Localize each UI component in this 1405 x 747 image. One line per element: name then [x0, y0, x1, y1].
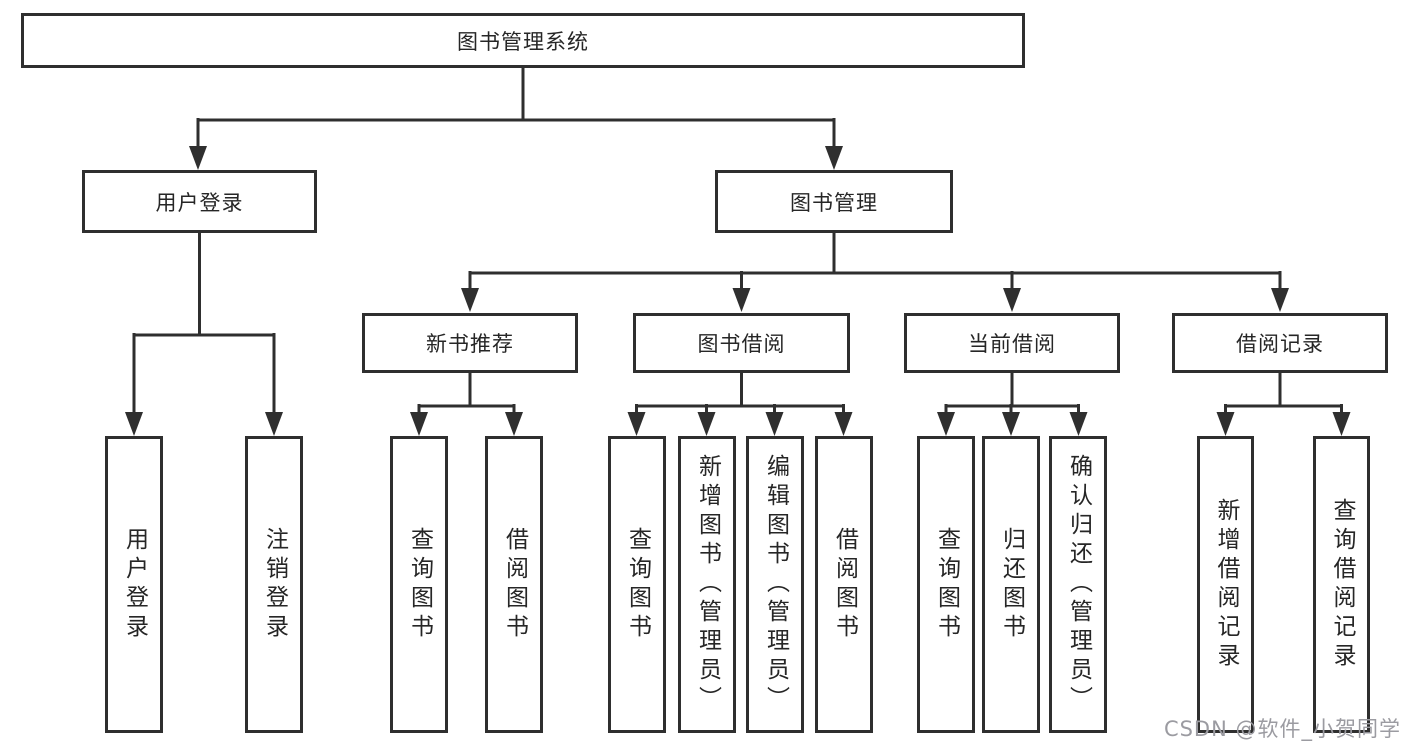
- leaf-current-query-books: 查询图书: [917, 436, 975, 733]
- node-user-login-label: 用户登录: [155, 190, 244, 215]
- leaf-return-books: 归还图书: [982, 436, 1040, 733]
- leaf-borrow-query-books: 查询图书: [608, 436, 666, 733]
- node-current-borrow-label: 当前借阅: [968, 332, 1056, 356]
- leaf-borrow-books: 借阅图书: [815, 436, 873, 733]
- node-book-management-label: 图书管理: [790, 190, 878, 215]
- leaf-current-query-books-label: 查询图书: [933, 526, 960, 643]
- node-borrow-records-label: 借阅记录: [1236, 332, 1324, 356]
- leaf-recommend-borrow-books: 借阅图书: [485, 436, 543, 733]
- node-new-book-recommend-label: 新书推荐: [426, 332, 514, 356]
- leaf-edit-books-admin-label: 编辑图书（管理员）: [762, 454, 789, 715]
- node-book-management: 图书管理: [715, 170, 953, 233]
- leaf-recommend-query-books: 查询图书: [390, 436, 448, 733]
- leaf-query-borrow-record: 查询借阅记录: [1313, 436, 1370, 733]
- node-current-borrow: 当前借阅: [904, 313, 1120, 373]
- leaf-user-login-label: 用户登录: [121, 526, 148, 643]
- leaf-borrow-query-books-label: 查询图书: [624, 526, 651, 643]
- leaf-recommend-query-books-label: 查询图书: [406, 526, 433, 643]
- node-user-login: 用户登录: [82, 170, 317, 233]
- leaf-edit-books-admin: 编辑图书（管理员）: [746, 436, 804, 733]
- csdn-watermark: CSDN @软件_小贺同学: [1163, 717, 1401, 741]
- node-root-system-label: 图书管理系统: [457, 29, 589, 54]
- node-book-borrow: 图书借阅: [633, 313, 850, 373]
- leaf-user-login: 用户登录: [105, 436, 163, 733]
- leaf-logout-label: 注销登录: [261, 526, 288, 643]
- leaf-recommend-borrow-books-label: 借阅图书: [501, 526, 528, 643]
- node-root-system: 图书管理系统: [21, 13, 1025, 68]
- leaf-borrow-books-label: 借阅图书: [831, 526, 858, 643]
- leaf-logout: 注销登录: [245, 436, 303, 733]
- node-borrow-records: 借阅记录: [1172, 313, 1388, 373]
- leaf-add-borrow-record-label: 新增借阅记录: [1213, 497, 1239, 672]
- leaf-confirm-return-admin: 确认归还（管理员）: [1049, 436, 1107, 733]
- leaf-query-borrow-record-label: 查询借阅记录: [1329, 497, 1355, 672]
- leaf-return-books-label: 归还图书: [998, 526, 1025, 643]
- node-new-book-recommend: 新书推荐: [362, 313, 578, 373]
- leaf-add-books-admin: 新增图书（管理员）: [678, 436, 736, 733]
- leaf-add-borrow-record: 新增借阅记录: [1197, 436, 1254, 733]
- leaf-confirm-return-admin-label: 确认归还（管理员）: [1065, 454, 1092, 715]
- leaf-add-books-admin-label: 新增图书（管理员）: [694, 454, 721, 715]
- node-book-borrow-label: 图书借阅: [697, 332, 786, 356]
